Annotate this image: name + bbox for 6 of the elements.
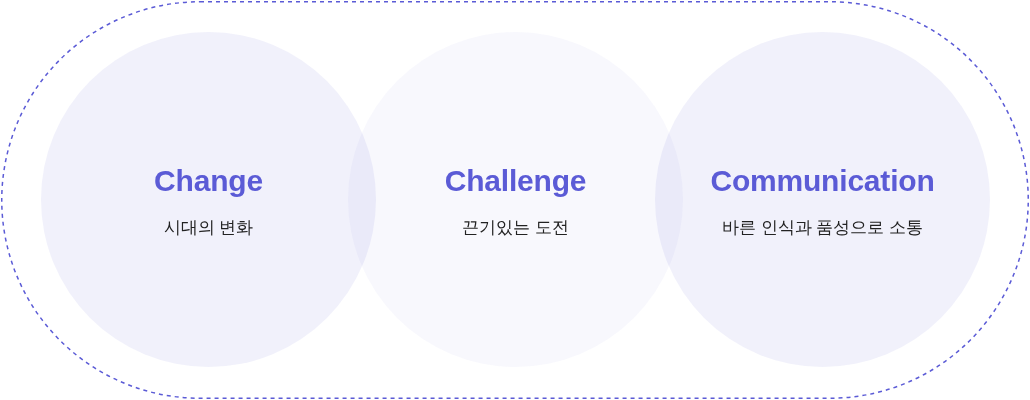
circle-subtitle: 바른 인식과 품성으로 소통 (722, 216, 923, 237)
circle-heading: Change (154, 162, 263, 199)
circle-heading: Challenge (444, 162, 587, 199)
circle-heading: Communication (710, 162, 935, 199)
circle-subtitle: 끈기있는 도전 (462, 216, 569, 237)
circle-subtitle: 시대의 변화 (163, 216, 254, 237)
